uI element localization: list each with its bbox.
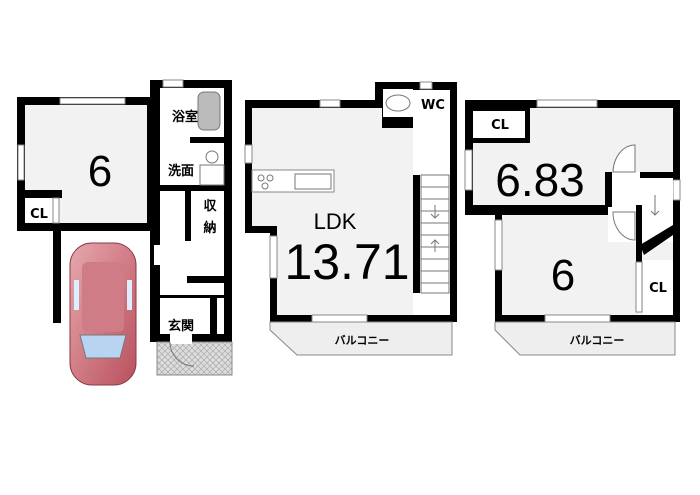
stair-arrow-icon (430, 205, 440, 252)
window (244, 144, 253, 164)
entrance-label: 玄関 (168, 318, 194, 334)
closet-label: CL (30, 207, 48, 222)
door-swing (169, 341, 195, 367)
closet-right-label: CL (649, 281, 667, 296)
window (672, 179, 681, 201)
balcony (494, 321, 676, 356)
storage-label-top: 収 (203, 199, 217, 214)
closet-wall (17, 190, 62, 198)
entrance-wall (210, 295, 217, 335)
stairs (420, 174, 450, 294)
floor-3: CL 6.83 6 CL バルコニー (464, 99, 681, 356)
closet-top-label: CL (491, 118, 509, 133)
closet-door (635, 261, 643, 313)
window (419, 81, 433, 90)
wc-label: WC (421, 98, 445, 113)
entrance-door (170, 334, 192, 344)
room-top-size-label: 6.83 (495, 154, 585, 206)
closet-door (52, 197, 60, 224)
divider-wall (465, 205, 610, 213)
bath-door (160, 137, 190, 143)
stair-wall (413, 175, 420, 293)
window (17, 144, 25, 181)
closet-right (643, 260, 673, 315)
ldk-room (252, 108, 413, 315)
bathtub-icon (197, 91, 221, 131)
closet-top (473, 111, 525, 138)
window (494, 219, 503, 271)
bath-wall (160, 137, 224, 143)
wash-wall (160, 185, 224, 191)
floor-1: 6 CL 浴室 洗面 収 納 玄関 (17, 79, 233, 386)
floor-2: WC LDK 13.71 バルコニー (244, 81, 457, 356)
balcony-label: バルコニー (570, 334, 625, 347)
room-size-label: 6 (88, 147, 112, 196)
stair-arrow-icon (650, 195, 660, 216)
room-bottom-size-label: 6 (551, 251, 575, 300)
stair-hall (605, 144, 673, 265)
storage-label-bottom: 納 (203, 220, 216, 236)
window (536, 99, 598, 108)
kitchen-counter (251, 169, 335, 193)
entrance-porch (156, 341, 233, 376)
window (154, 245, 161, 265)
window (311, 314, 368, 323)
closet (25, 198, 53, 223)
window (319, 99, 341, 108)
window (464, 149, 473, 191)
storage-wall (185, 191, 191, 241)
window (162, 79, 184, 88)
bath-label: 浴室 (172, 109, 198, 125)
washer-icon (199, 164, 225, 186)
balcony-label: バルコニー (335, 334, 390, 347)
sink-icon (205, 150, 219, 164)
carport-wall (53, 228, 61, 323)
balcony (269, 321, 453, 356)
storage-wall (187, 276, 232, 283)
car-icon (69, 242, 137, 386)
ldk-size-label: 13.71 (284, 234, 409, 290)
washroom-label: 洗面 (168, 163, 194, 179)
entrance-step (160, 295, 224, 298)
ldk-label: LDK (314, 209, 357, 234)
toilet-icon (385, 94, 411, 112)
window (544, 314, 611, 323)
window (59, 97, 126, 105)
window (269, 235, 278, 279)
